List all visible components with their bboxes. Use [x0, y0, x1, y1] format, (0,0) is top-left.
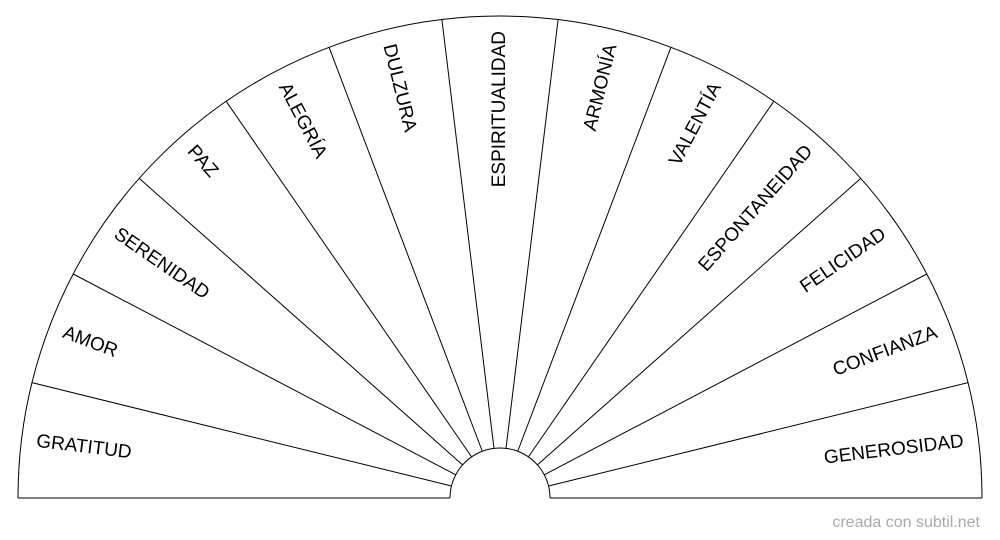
- inner-arc: [449, 447, 551, 499]
- sector-label: ALEGRÍA: [274, 79, 331, 162]
- sector-divider: [441, 19, 495, 449]
- sector-divider: [138, 177, 463, 466]
- sector-label: ESPONTANEIDAD: [695, 141, 818, 276]
- sector-divider: [537, 177, 862, 466]
- sector-divider: [505, 19, 559, 449]
- sector-divider: [328, 47, 483, 452]
- sector-label: ARMONÍA: [580, 42, 622, 133]
- outer-arc: [17, 15, 983, 499]
- sector-label: FELICIDAD: [796, 224, 890, 298]
- sector-divider: [544, 273, 928, 476]
- sector-label: CONFIANZA: [830, 322, 940, 381]
- sector-lines: [17, 15, 983, 499]
- credit-text: creada con subtil.net: [832, 514, 980, 531]
- sector-label: ESPIRITUALIDAD: [489, 31, 510, 187]
- sector-divider: [72, 273, 456, 476]
- sector-label: GRATITUD: [35, 431, 133, 463]
- sector-divider: [548, 382, 969, 487]
- sector-divider: [517, 47, 672, 452]
- sector-label: AMOR: [60, 322, 121, 362]
- sector-divider: [527, 101, 775, 458]
- sector-label: SERENIDAD: [110, 224, 213, 304]
- sector-divider: [31, 382, 452, 487]
- sector-label: VALENTÍA: [665, 79, 726, 169]
- sector-label: DULZURA: [379, 42, 421, 134]
- sector-label: GENEROSIDAD: [823, 431, 965, 469]
- sector-labels: GRATITUD AMOR SERENIDAD PAZ ALEGRÍA DULZURA ES…: [35, 31, 965, 469]
- sector-divider: [225, 101, 473, 458]
- sector-label: PAZ: [183, 141, 223, 182]
